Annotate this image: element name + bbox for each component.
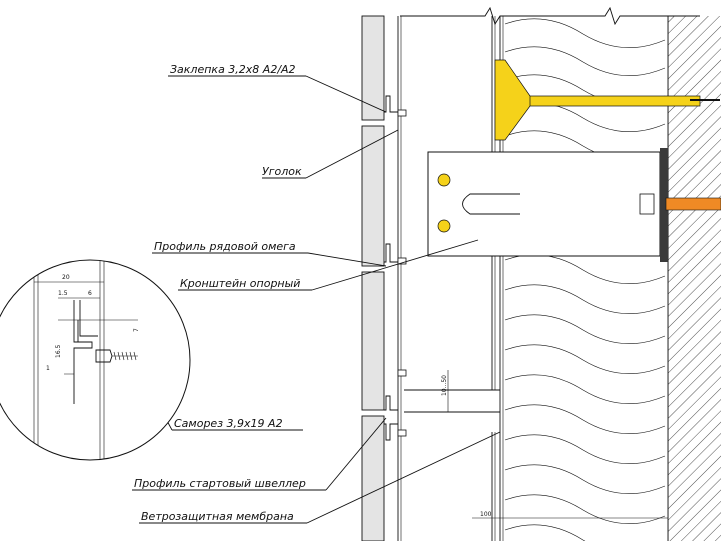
gap-dimension-label: 10...50	[441, 375, 448, 396]
angle-label: Уголок	[262, 165, 302, 178]
depth-dimension: 100	[472, 511, 668, 519]
dim-1-5: 1.5	[58, 290, 68, 297]
rivet-label: Заклепка 3,2x8 A2/A2	[170, 63, 296, 76]
dim-20: 20	[62, 274, 70, 281]
dim-6: 6	[88, 290, 92, 297]
detail-callout: 20 1.5 6 7 16.5 1	[0, 259, 191, 461]
facade-panels	[361, 15, 385, 541]
vertical-profiles	[397, 16, 500, 541]
membrane-label: Ветрозащитная мембрана	[141, 510, 294, 523]
bracket-label: Кронштейн опорный	[180, 277, 300, 290]
leader-lines	[132, 75, 501, 524]
break-line	[400, 6, 700, 26]
dim-1: 1	[46, 365, 50, 372]
dim-16-5: 16.5	[55, 344, 62, 358]
omega-clips	[384, 95, 398, 441]
omega-profile-label: Профиль рядовой омега	[154, 240, 296, 253]
gap-dimension: 10...50	[441, 370, 449, 412]
depth-dimension-label: 100	[480, 511, 492, 518]
support-bracket	[427, 148, 721, 262]
concrete-wall	[667, 16, 721, 541]
screw-label: Саморез 3,9x19 A2	[174, 417, 283, 430]
insulation-dowel	[494, 59, 720, 141]
dim-7: 7	[133, 328, 140, 332]
rivets	[397, 109, 407, 437]
channel-profile-label: Профиль стартовый швеллер	[134, 477, 306, 490]
